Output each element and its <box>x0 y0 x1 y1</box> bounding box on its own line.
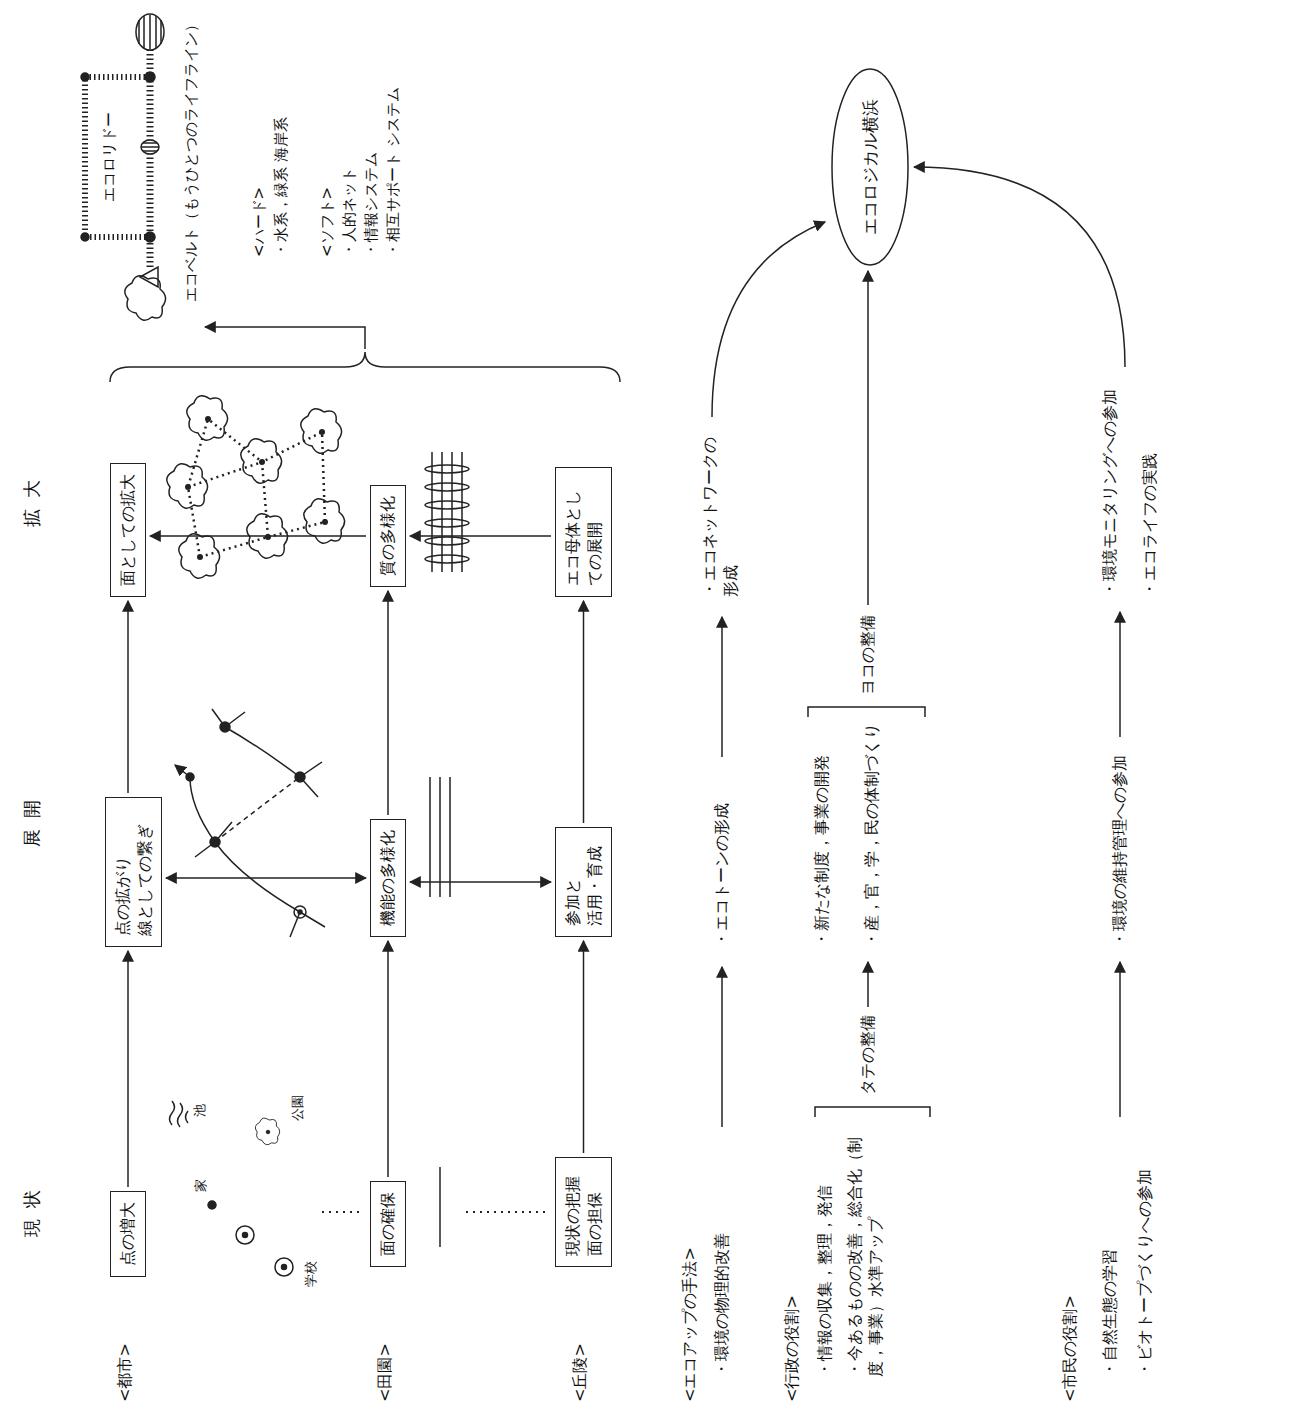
note-text: ・環境の物理的改善 <box>712 1233 733 1377</box>
process-box: 機能の多様化 <box>370 819 406 937</box>
note-text: <田園> <box>375 1343 396 1402</box>
flow-arrow <box>205 327 365 349</box>
note-text: ・環境の維持管理への参加 <box>1110 687 1131 947</box>
flow-connector <box>127 951 129 1187</box>
node-text: 点の拡がり 線としての繋ぎ <box>112 808 155 936</box>
process-box: 点の拡がり 線としての繋ぎ <box>105 797 162 947</box>
note-text: ・ビオトープづくりへの参加 <box>1135 1117 1156 1377</box>
process-box: 点の増大 <box>110 1191 146 1277</box>
flow-connector <box>410 881 551 883</box>
group-brace <box>110 352 620 382</box>
cloud-network <box>167 396 345 578</box>
note-text: <丘陵> <box>570 1343 591 1402</box>
flow-connector <box>166 877 366 879</box>
node-text: 参加と 活用・育成 <box>562 838 605 926</box>
process-box: 質の多様化 <box>370 485 406 587</box>
note-text: <都市> <box>115 1343 136 1402</box>
note-text: <ハード> <box>250 187 270 257</box>
note-text: エコベルト（もうひとつのライフライン） <box>182 10 202 302</box>
note-text: ・情報システム <box>362 152 382 257</box>
node-text: 面の確保 <box>377 1192 399 1256</box>
column-heading: 拡大 <box>20 469 43 527</box>
flow-connector <box>387 591 389 815</box>
connector-layer <box>128 536 584 1187</box>
note-text: ・今あるものの改善，総合化（制度，事業）水準アップ <box>845 1117 887 1377</box>
dotted-link <box>322 1211 548 1213</box>
note-text: <ソフト> <box>318 187 338 257</box>
line-network <box>175 709 325 937</box>
note-text: タテの整備 <box>858 1015 879 1095</box>
goal-ellipse: エコロジカル横浜 <box>830 67 910 267</box>
node-text: エコロジカル横浜 <box>859 99 882 235</box>
note-text: <市民の役割> <box>1060 1295 1081 1402</box>
note-text: 家 <box>193 1179 210 1192</box>
node-text: 機能の多様化 <box>377 830 399 926</box>
process-box: エコ母体としての展開 <box>555 467 612 597</box>
ellipse-shape <box>832 69 908 265</box>
flow-connector <box>387 941 389 1177</box>
woven-lines <box>425 452 469 572</box>
note-text: ・水系，緑系 海岸系 <box>272 17 292 257</box>
note-text: ・新たな制度，事業の開発 <box>812 715 833 947</box>
process-box: 面の確保 <box>370 1181 406 1267</box>
note-text: エコロリドー <box>100 112 120 202</box>
flow-connector <box>583 941 585 1153</box>
column-heading: 展開 <box>20 789 43 847</box>
process-box: 面としての拡大 <box>110 463 146 597</box>
note-text: <エコアップの手法> <box>680 1247 701 1402</box>
flow-connector <box>150 535 366 537</box>
process-box: 参加と 活用・育成 <box>555 827 612 937</box>
flow-arrow <box>712 167 1125 1127</box>
node-text: 面としての拡大 <box>117 474 139 586</box>
process-box: 現状の把握 面の担保 <box>555 1157 612 1267</box>
note-text: ヨコの整備 <box>858 615 879 695</box>
note-text: ・環境モニタリングへの参加 <box>1100 337 1121 597</box>
note-text: ・自然生態の学習 <box>1100 1249 1121 1377</box>
note-text: ・情報の収集，整理，発信 <box>815 1117 836 1377</box>
flow-connector <box>127 601 129 793</box>
triple-line <box>430 777 450 897</box>
note-text: ・エコネットワークの形成 <box>700 427 742 597</box>
note-text: <行政の役割> <box>782 1295 803 1402</box>
flow-connector <box>410 535 551 537</box>
note-text: ・エコライフの実践 <box>1140 337 1161 597</box>
column-heading: 現状 <box>20 1179 43 1237</box>
note-text: ・産，官，学，民の体制づくり <box>862 715 883 947</box>
note-text: ・相互サポート システム <box>384 17 404 257</box>
node-text: エコ母体としての展開 <box>562 478 605 586</box>
note-text: 公園 <box>290 1095 307 1121</box>
flow-connector <box>583 601 585 823</box>
bracket <box>808 707 930 1117</box>
single-line <box>439 1167 441 1247</box>
note-text: 池 <box>192 1104 209 1117</box>
note-text: ・エコトーンの形成 <box>712 803 733 947</box>
city-points <box>170 1101 294 1276</box>
node-text: 点の増大 <box>117 1202 139 1266</box>
node-text: 質の多様化 <box>377 496 399 576</box>
note-text: ・人的ネット <box>340 167 360 257</box>
node-text: 現状の把握 面の担保 <box>562 1168 605 1256</box>
note-text: 学校 <box>303 1261 320 1287</box>
eco-belt <box>81 14 166 320</box>
